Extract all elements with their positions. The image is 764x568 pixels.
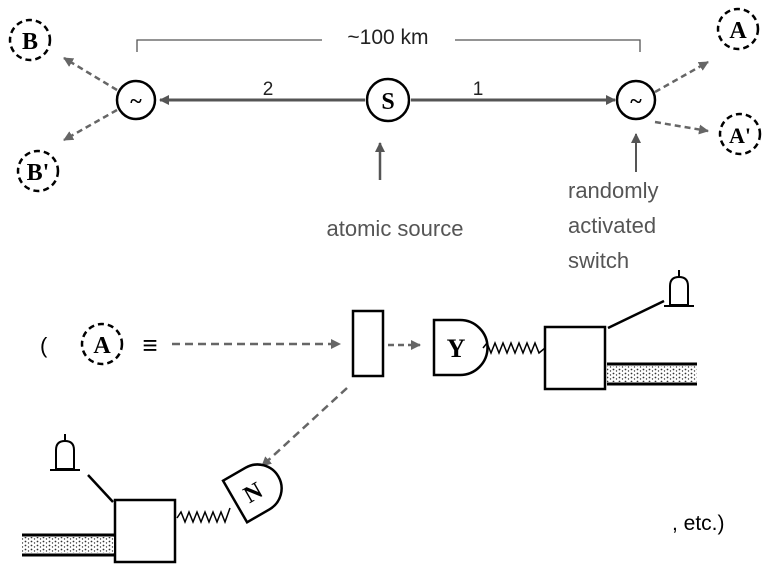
switch-left-symbol: ~: [130, 88, 142, 113]
detector-yes-label: Y: [447, 334, 466, 363]
channel-left-label: 2: [263, 79, 274, 100]
source-symbol: S: [381, 89, 394, 115]
spring-no: [176, 507, 231, 525]
detector-yes: Y: [432, 318, 489, 377]
switch-right: ~: [615, 79, 657, 121]
detector-a-prime-label: A': [729, 123, 751, 148]
inset-closing: , etc.): [672, 512, 725, 535]
inset-node-a: A: [80, 322, 124, 366]
bell-arm-yes: [607, 299, 665, 330]
inset-node-a-label: A: [93, 333, 111, 359]
counter-box-yes: [543, 325, 607, 391]
bell-icon: [664, 270, 694, 307]
switch-label: randomly activated switch: [568, 178, 665, 273]
arrow-to-detector-no: [261, 387, 348, 467]
detector-b-prime: B': [16, 149, 60, 193]
detector-no: N: [221, 463, 283, 524]
channel-left: 2: [159, 79, 365, 105]
splitter-box: [351, 309, 385, 378]
detector-a-label: A: [729, 18, 747, 44]
arrow-to-b: [63, 56, 118, 92]
switch-label-line-1: randomly: [568, 178, 658, 203]
switch-left: ~: [115, 79, 157, 121]
distance-bracket: ~100 km: [136, 26, 641, 52]
bell-icon: [50, 434, 80, 471]
channel-right: 1: [411, 79, 616, 105]
detector-a-prime: A': [718, 112, 762, 156]
switch-right-symbol: ~: [630, 88, 642, 113]
detector-b: B: [8, 18, 52, 62]
arrow-to-a: [654, 60, 709, 94]
distance-label: ~100 km: [347, 26, 428, 49]
track-no: [22, 533, 114, 557]
arrow-to-a-prime: [654, 120, 709, 135]
switch-label-line-3: switch: [568, 248, 629, 273]
channel-right-label: 1: [473, 79, 484, 100]
detector-b-label: B: [22, 29, 38, 55]
detector-b-prime-label: B': [27, 160, 50, 186]
switch-label-line-2: activated: [568, 213, 656, 238]
spring-yes: [482, 340, 546, 356]
arrow-to-b-prime: [63, 108, 118, 142]
source-label: atomic source: [327, 216, 464, 241]
counter-box-no: [113, 498, 177, 564]
bell-arm-no: [87, 474, 114, 503]
track-yes: [607, 362, 697, 386]
detector-a: A: [716, 7, 760, 51]
atomic-source: S: [365, 77, 411, 123]
equiv-symbol: ≡: [142, 330, 157, 360]
inset-open-paren: (: [40, 333, 48, 358]
